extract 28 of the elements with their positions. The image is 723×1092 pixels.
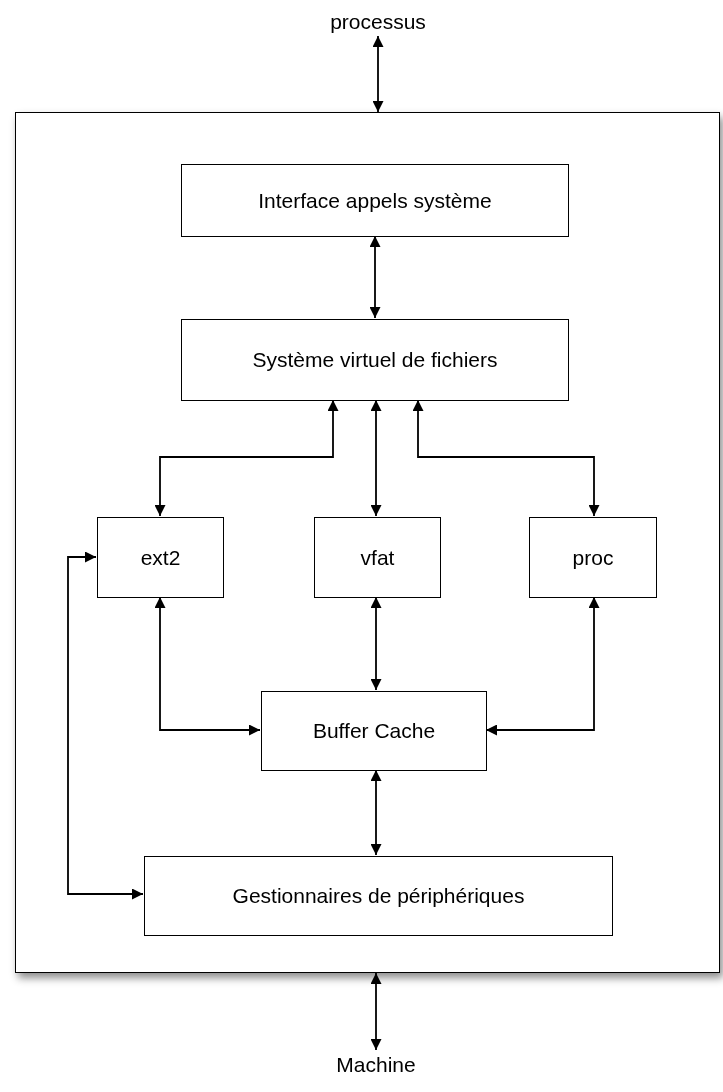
node-label: proc [572, 545, 614, 570]
double-arrow [485, 596, 600, 736]
node-label: Gestionnaires de périphériques [232, 884, 525, 908]
component-box [181, 319, 569, 401]
node-label: Système virtuel de fichiers [252, 348, 498, 372]
double-arrow [412, 399, 600, 517]
double-arrow [370, 769, 382, 856]
node-label: Machine [336, 1053, 416, 1077]
component-box [97, 517, 224, 598]
double-arrow [370, 972, 382, 1051]
node-label: processus [330, 10, 426, 34]
double-arrow [372, 35, 384, 113]
component-box [181, 164, 569, 237]
component-box [144, 856, 613, 936]
node-label: vfat [360, 545, 395, 570]
component-box [314, 517, 441, 598]
double-arrow [369, 235, 381, 319]
component-box [529, 517, 657, 598]
double-arrow [154, 596, 261, 736]
node-label: Interface appels système [258, 188, 492, 213]
double-arrow [154, 399, 339, 517]
node-label: ext2 [140, 545, 181, 570]
node-label: Buffer Cache [312, 719, 436, 743]
double-arrow [370, 399, 382, 517]
system-box [15, 112, 720, 973]
double-arrow [67, 551, 144, 900]
component-box [261, 691, 487, 771]
double-arrow [370, 596, 382, 691]
